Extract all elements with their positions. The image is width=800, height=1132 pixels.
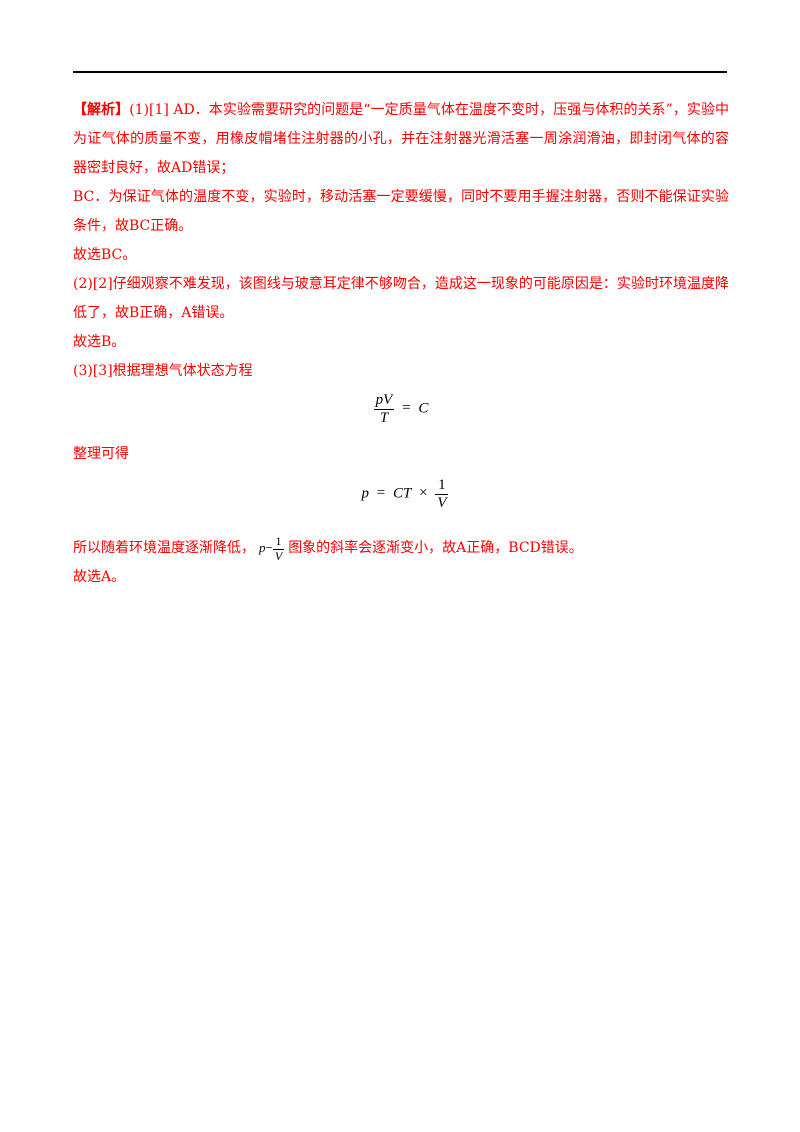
analysis-paragraph-5: 故选B。: [73, 334, 126, 350]
analysis-paragraph-9: 故选A。: [73, 568, 126, 585]
analysis-paragraph-1: 【解析】(1)[1] AD．本实验需要研究的问题是“一定质量气体在温度不变时，压…: [73, 96, 729, 183]
formula-ideal-gas-equals: =: [402, 400, 411, 417]
inline-formula-numerator: 1: [272, 535, 285, 550]
formula-rearranged-equals: =: [376, 485, 386, 502]
inline-formula-p: p: [259, 540, 266, 555]
formula-ideal-gas-rhs: C: [418, 400, 429, 417]
analysis-part1-text: (1)[1] AD．本实验需要研究的问题是“一定质量气体在温度不变时，压强与体积…: [73, 102, 729, 176]
analysis-section: 【解析】(1)[1] AD．本实验需要研究的问题是“一定质量气体在温度不变时，压…: [73, 96, 729, 592]
analysis-part8-before: 所以随着环境温度逐渐降低，: [73, 539, 255, 556]
analysis-paragraph-6: (3)[3]根据理想气体状态方程: [73, 363, 253, 379]
formula-rearranged: p = CT × 1 V: [73, 471, 729, 519]
inline-formula-minus: −: [265, 540, 273, 555]
analysis-paragraph-2: BC．为保证气体的温度不变，实验时，移动活塞一定要缓慢，同时不要用手握注射器，否…: [73, 189, 729, 234]
formula-rearranged-fraction: 1 V: [435, 477, 449, 511]
formula-rearranged-denominator: V: [437, 494, 447, 511]
formula-ideal-gas: pV T = C: [73, 388, 729, 436]
analysis-label: 【解析】: [73, 102, 130, 118]
formula-rearranged-lhs: p: [361, 485, 370, 502]
header-rule: [73, 71, 727, 73]
analysis-paragraph-3: 故选BC。: [73, 247, 137, 263]
formula-ideal-gas-denominator: T: [379, 409, 389, 426]
formula-ideal-gas-numerator: pV: [373, 392, 395, 410]
analysis-part8-after: 图象的斜率会逐渐变小，故A正确，BCD错误。: [288, 539, 583, 556]
inline-formula-denominator: V: [274, 548, 283, 563]
formula-rearranged-numerator: 1: [435, 477, 449, 495]
formula-rearranged-times: ×: [419, 485, 428, 502]
analysis-paragraph-4: (2)[2]仔细观察不难发现，该图线与玻意耳定律不够吻合，造成这一现象的可能原因…: [73, 276, 729, 321]
formula-rearranged-ct: CT: [392, 485, 412, 502]
formula-ideal-gas-fraction: pV T: [373, 392, 395, 426]
analysis-paragraph-7: 整理可得: [73, 446, 129, 462]
